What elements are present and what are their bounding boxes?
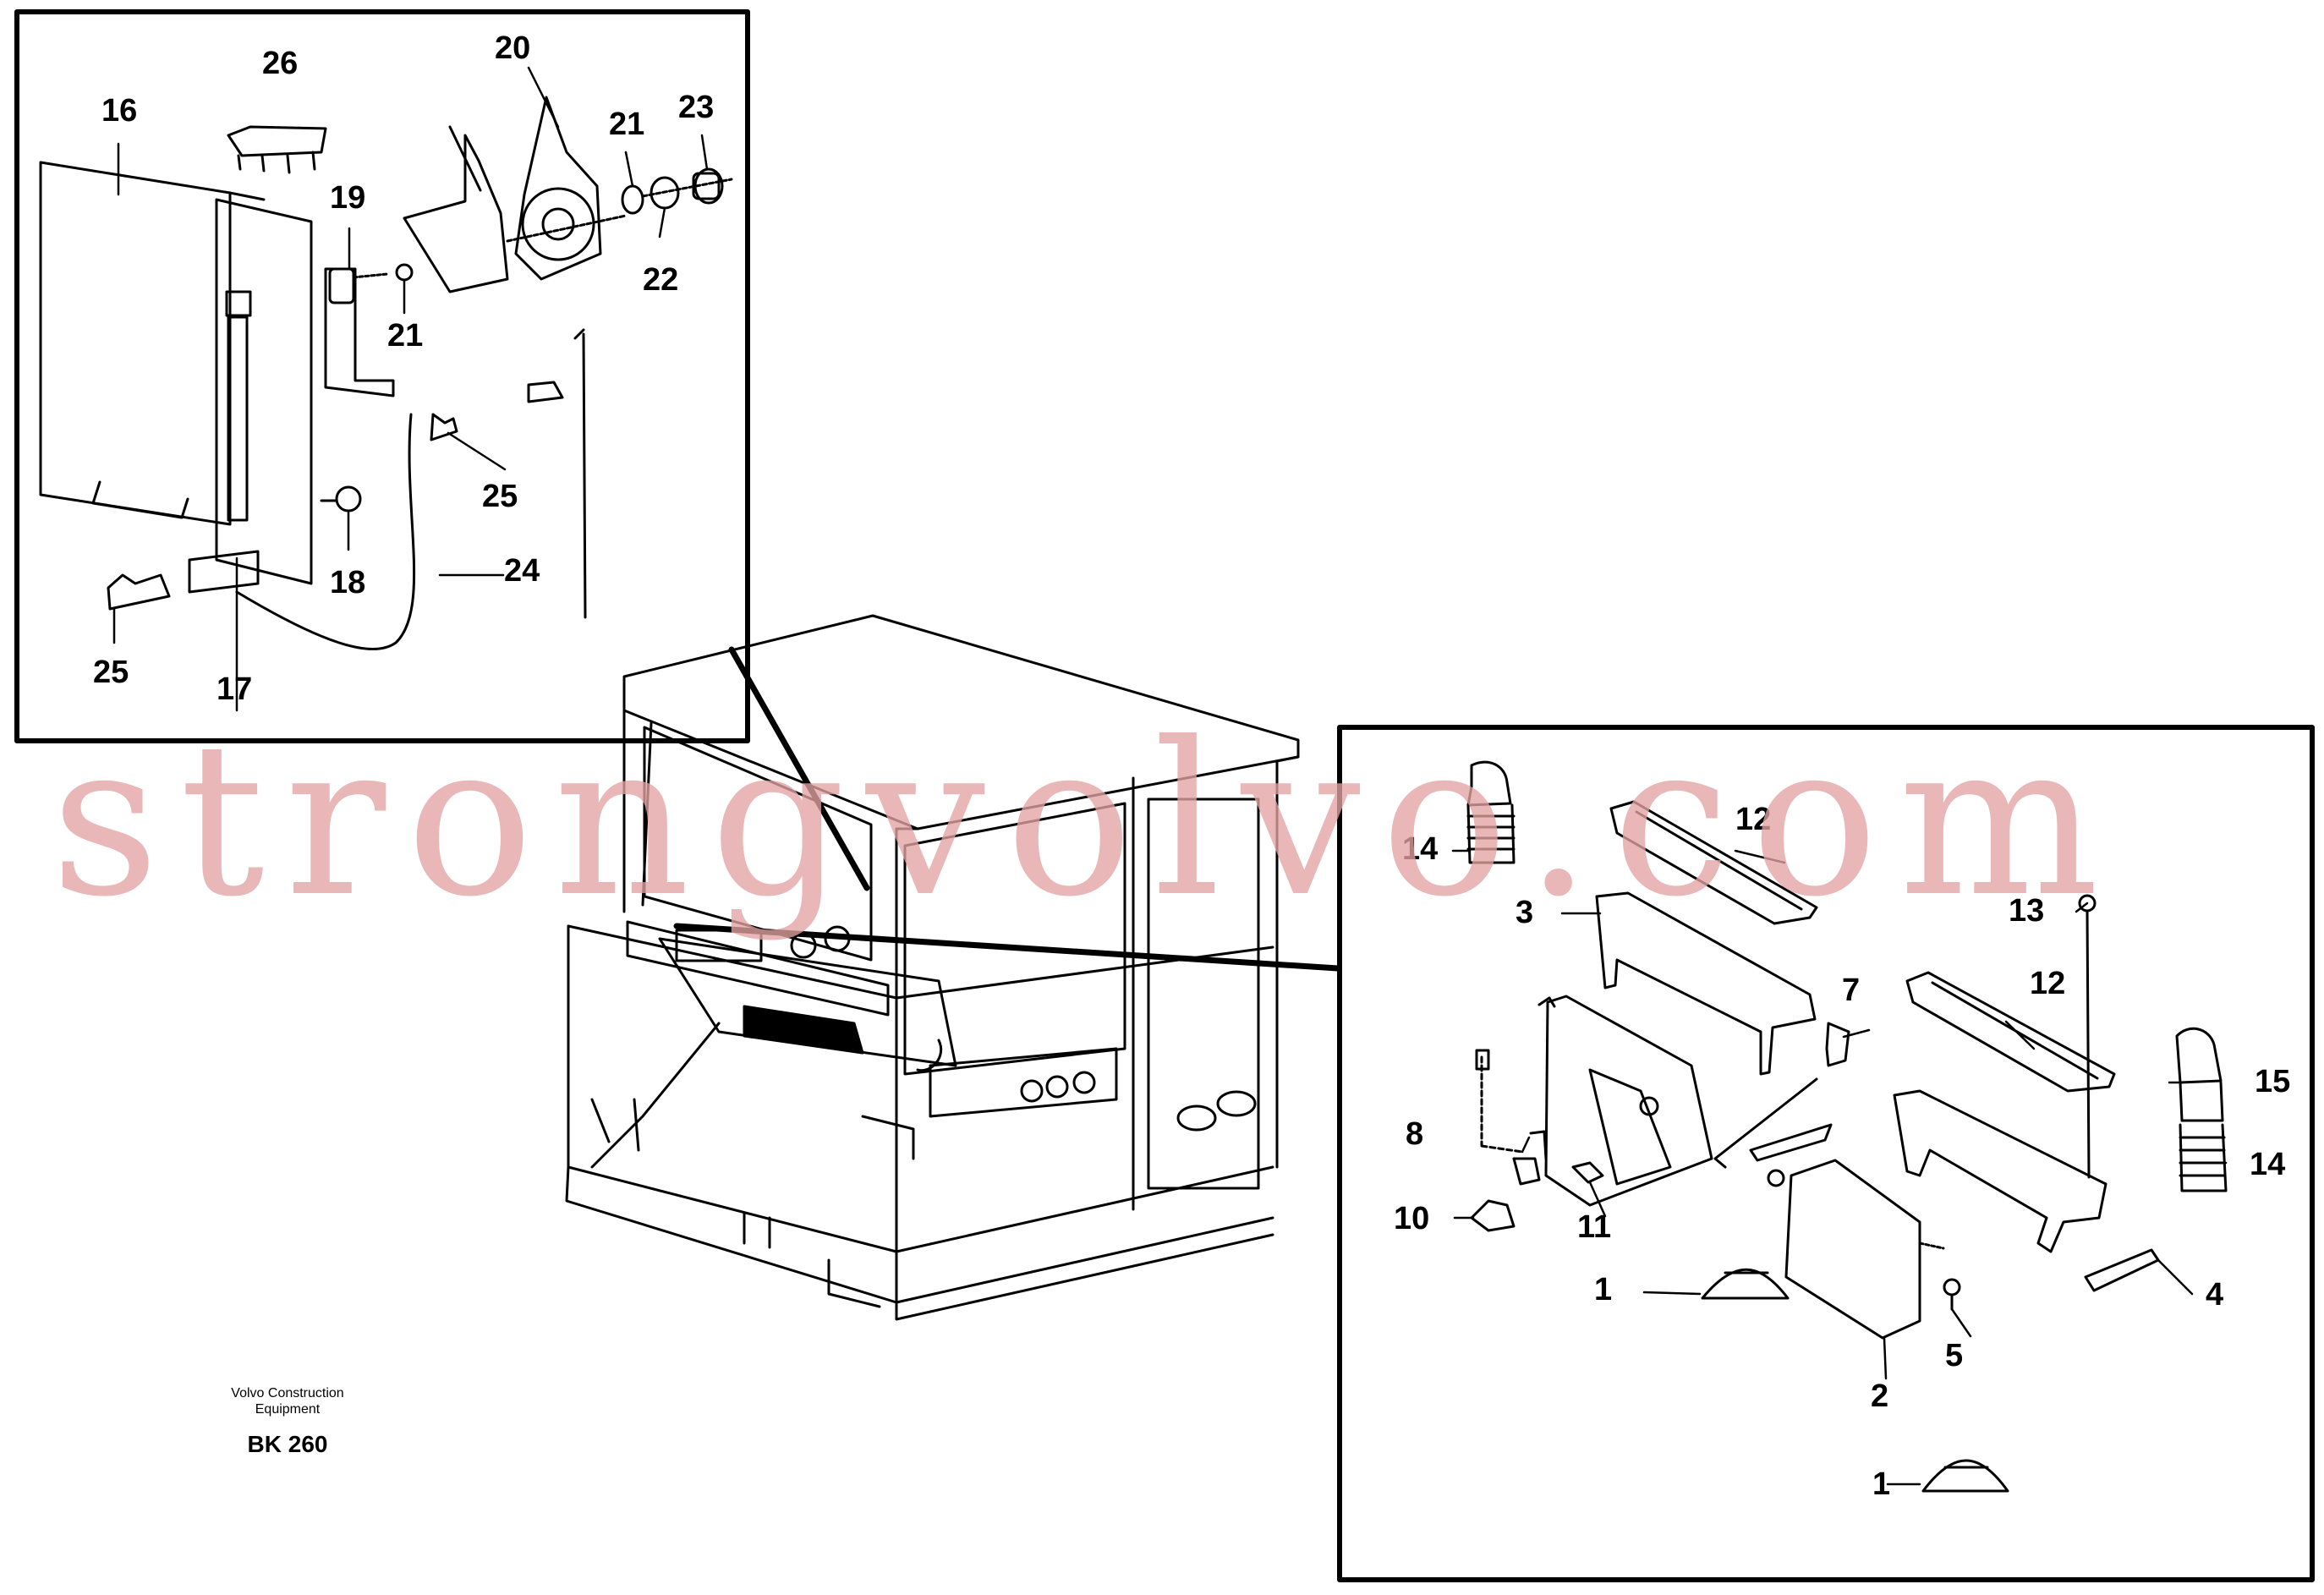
- callout-leaders: [112, 66, 2228, 1486]
- callout-1-lower: 1: [1872, 1466, 1891, 1502]
- bracket-right: [1893, 1089, 2107, 1253]
- callout-25-upper: 25: [482, 479, 518, 514]
- callout-5: 5: [1945, 1338, 1964, 1373]
- screw-13: [2078, 894, 2097, 1179]
- callout-15: 15: [2255, 1064, 2291, 1099]
- callout-8: 8: [1406, 1116, 1424, 1152]
- callout-16: 16: [101, 93, 138, 129]
- callout-3: 3: [1516, 895, 1534, 930]
- leader-to-right-detail: [673, 923, 1341, 972]
- company-caption: Volvo Construction Equipment: [231, 1386, 344, 1417]
- callout-14-right: 14: [2250, 1147, 2286, 1182]
- watermark-text: strongvolvo.com: [51, 697, 2119, 943]
- callout-25-lower: 25: [93, 655, 129, 690]
- washers-21-22-23: [621, 167, 733, 215]
- callout-21-lower: 21: [387, 318, 424, 354]
- cab-assembly: [565, 614, 1300, 1321]
- part-7: [1825, 1022, 1850, 1067]
- panel-16: [39, 161, 266, 526]
- clip-25: [107, 381, 564, 611]
- strip-4: [2084, 1248, 2160, 1292]
- leader-to-left-detail: [728, 646, 870, 891]
- clip-10: [1470, 1199, 1516, 1232]
- callout-4: 4: [2206, 1277, 2224, 1313]
- lever: [1639, 1077, 1833, 1187]
- callout-14-left: 14: [1402, 831, 1439, 867]
- callout-11: 11: [1577, 1209, 1612, 1245]
- mount-20: [403, 96, 628, 293]
- bolt-18: [320, 485, 362, 512]
- cap-1-upper: [1701, 1268, 1790, 1300]
- bracket-3: [1595, 891, 1817, 1076]
- bolt-5: [1943, 1278, 1961, 1311]
- cab-door: [1147, 798, 1260, 1190]
- callout-23: 23: [678, 90, 715, 125]
- detail-frame-left: [14, 9, 750, 743]
- callout-18: 18: [330, 565, 366, 600]
- callout-10: 10: [1394, 1201, 1430, 1236]
- callout-2: 2: [1871, 1378, 1889, 1414]
- callout-7: 7: [1842, 973, 1861, 1008]
- diagram-code: BK 260: [247, 1431, 328, 1457]
- callout-24: 24: [504, 553, 540, 589]
- light-bar-12-top: [1609, 800, 1818, 925]
- light-bar-12-right: [1905, 971, 2116, 1093]
- callout-21-upper: 21: [609, 107, 645, 142]
- cable-24: [235, 328, 587, 650]
- callout-12-right: 12: [2030, 966, 2066, 1001]
- spring-15-14-right: [2175, 1027, 2228, 1192]
- callout-26: 26: [262, 46, 299, 81]
- cap-1-lower: [1921, 1459, 2009, 1493]
- callout-1-upper: 1: [1594, 1272, 1613, 1307]
- cover-26: [227, 125, 327, 174]
- spring-14-left: [1466, 760, 1516, 864]
- housing-6: [1537, 995, 1713, 1207]
- clip-11: [1571, 1161, 1604, 1184]
- cover-2: [1784, 1159, 1945, 1340]
- detail-frame-right: [1337, 725, 2315, 1582]
- callout-19: 19: [330, 180, 366, 216]
- callout-12-top: 12: [1735, 802, 1772, 837]
- callout-17: 17: [217, 671, 253, 707]
- callout-20: 20: [495, 30, 531, 66]
- bracket-8: [1475, 1049, 1548, 1186]
- bracket-17: [188, 198, 313, 594]
- callout-13: 13: [2009, 893, 2045, 929]
- callout-22: 22: [643, 262, 679, 298]
